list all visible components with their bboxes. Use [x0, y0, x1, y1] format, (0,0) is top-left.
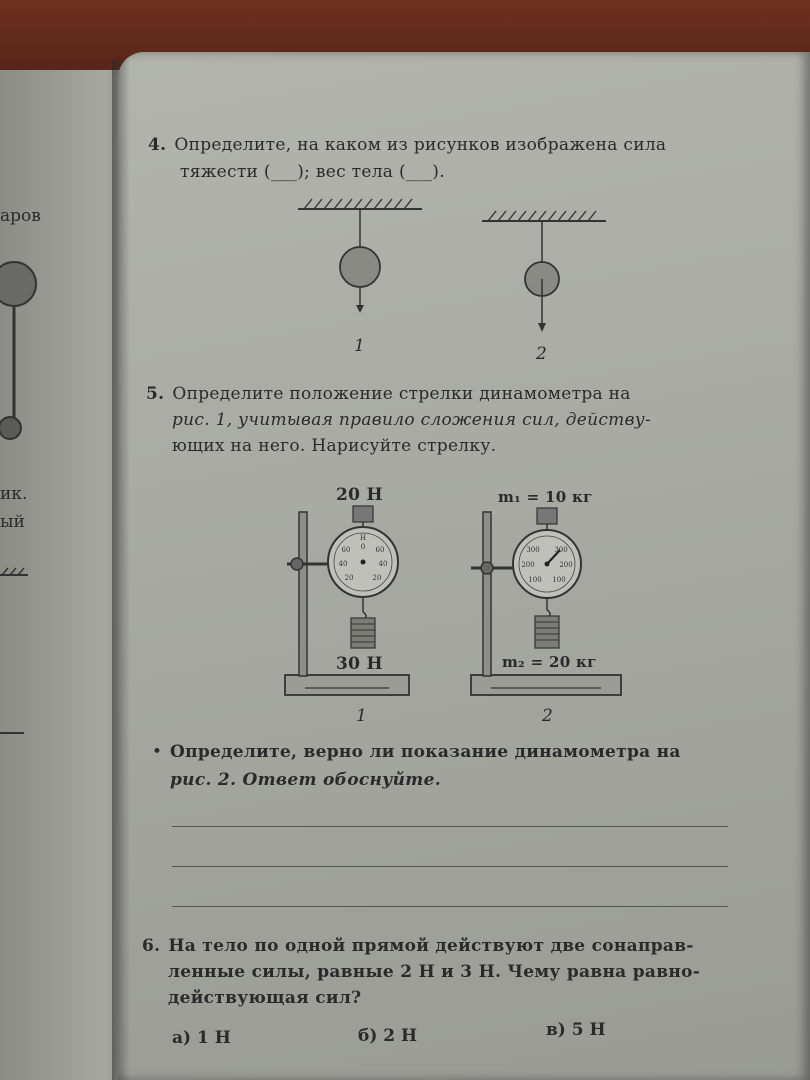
- question-4-figure-2-label: 2: [536, 344, 548, 364]
- question-5-bullet: •: [152, 742, 163, 762]
- question-5-line2: рис. 1, учитывая правило сложения сил, д…: [172, 410, 651, 430]
- dynamometer-2-dial-200-left: 200: [521, 561, 534, 569]
- left-page-pendulum-figure: [0, 261, 37, 734]
- question-6-option-a[interactable]: а) 1 Н: [172, 1028, 231, 1048]
- question-5-line3: ющих на него. Нарисуйте стрелку.: [172, 436, 497, 456]
- dynamometer-1-dial-40-right: 40: [379, 560, 388, 568]
- left-fragment-1: аров: [0, 206, 41, 226]
- dynamometer-1-dial-20-left: 20: [345, 574, 354, 582]
- question-6-line2: ленные силы, равные 2 Н и 3 Н. Чему равн…: [168, 962, 701, 982]
- dynamometer-1-top-label: 20 Н: [336, 485, 383, 505]
- question-4-line2: тяжести (___); вес тела (___).: [180, 162, 445, 182]
- dynamometer-2-dial-100-left: 100: [528, 576, 541, 584]
- question-6-option-c[interactable]: в) 5 Н: [546, 1020, 606, 1040]
- left-fragment-3: ый: [0, 512, 25, 532]
- dynamometer-2-dial-100-right: 100: [552, 576, 565, 584]
- answer-line-1[interactable]: [172, 826, 728, 827]
- right-page: [118, 52, 810, 1080]
- question-4-figures: [298, 198, 606, 332]
- dynamometer-1-dial-unit: Н: [360, 534, 366, 542]
- question-6-line3: действующая сил?: [168, 988, 362, 1008]
- answer-line-3[interactable]: [172, 906, 728, 907]
- question-4-figure-1-label: 1: [354, 336, 366, 356]
- question-6-line1: 6. На тело по одной прямой действуют две …: [142, 934, 742, 959]
- question-5-sub-line2: рис. 2. Ответ обоснуйте.: [170, 770, 441, 790]
- dynamometer-1-dial-40-left: 40: [339, 560, 348, 568]
- dynamometer-2-dial-300-right: 300: [554, 546, 567, 554]
- dynamometer-2-dial-200-right: 200: [559, 561, 572, 569]
- question-5-number: 5.: [146, 384, 165, 404]
- dynamometer-2-top-label: m₁ = 10 кг: [498, 488, 593, 506]
- dynamometer-2-dial-300-left: 300: [526, 546, 539, 554]
- question-4-number: 4.: [148, 135, 167, 155]
- dynamometer-1-dial-20-right: 20: [373, 574, 382, 582]
- dynamometer-2-bottom-label: m₂ = 20 кг: [502, 653, 597, 671]
- question-5-text-1: Определите положение стрелки динамометра…: [172, 384, 631, 404]
- question-5-dynamometer-figures: Н 0 60 60 40 40 20 20 300 300 200 200 10…: [284, 505, 622, 696]
- dynamometer-1-bottom-label: 30 Н: [336, 654, 383, 674]
- dynamometer-1-dial-60-left: 60: [342, 546, 351, 554]
- dynamometer-2-needle: [546, 549, 561, 565]
- question-4-text: Определите, на каком из рисунков изображ…: [174, 135, 667, 155]
- question-6-option-b[interactable]: б) 2 Н: [358, 1026, 418, 1046]
- question-6-number: 6.: [142, 936, 161, 956]
- dynamometer-2-caption: 2: [542, 706, 554, 726]
- dynamometer-2: 300 300 200 200 100 100: [470, 507, 622, 696]
- dynamometer-1-caption: 1: [356, 706, 368, 726]
- answer-line-2[interactable]: [172, 866, 728, 867]
- question-5-sub-line1: Определите, верно ли показание динамомет…: [170, 742, 681, 762]
- question-5-line1: 5. Определите положение стрелки динамомет…: [146, 382, 736, 407]
- dynamometer-1: Н 0 60 60 40 40 20 20: [284, 505, 410, 696]
- left-fragment-2: ик.: [0, 484, 28, 504]
- question-6-text-1: На тело по одной прямой действуют две со…: [168, 936, 694, 956]
- book-gutter: [112, 60, 130, 1080]
- dynamometer-1-dial-60-right: 60: [376, 546, 385, 554]
- question-4-line1: 4. Определите, на каком из рисунков изобр…: [148, 133, 728, 158]
- dynamometer-1-dial-zero: 0: [361, 543, 365, 551]
